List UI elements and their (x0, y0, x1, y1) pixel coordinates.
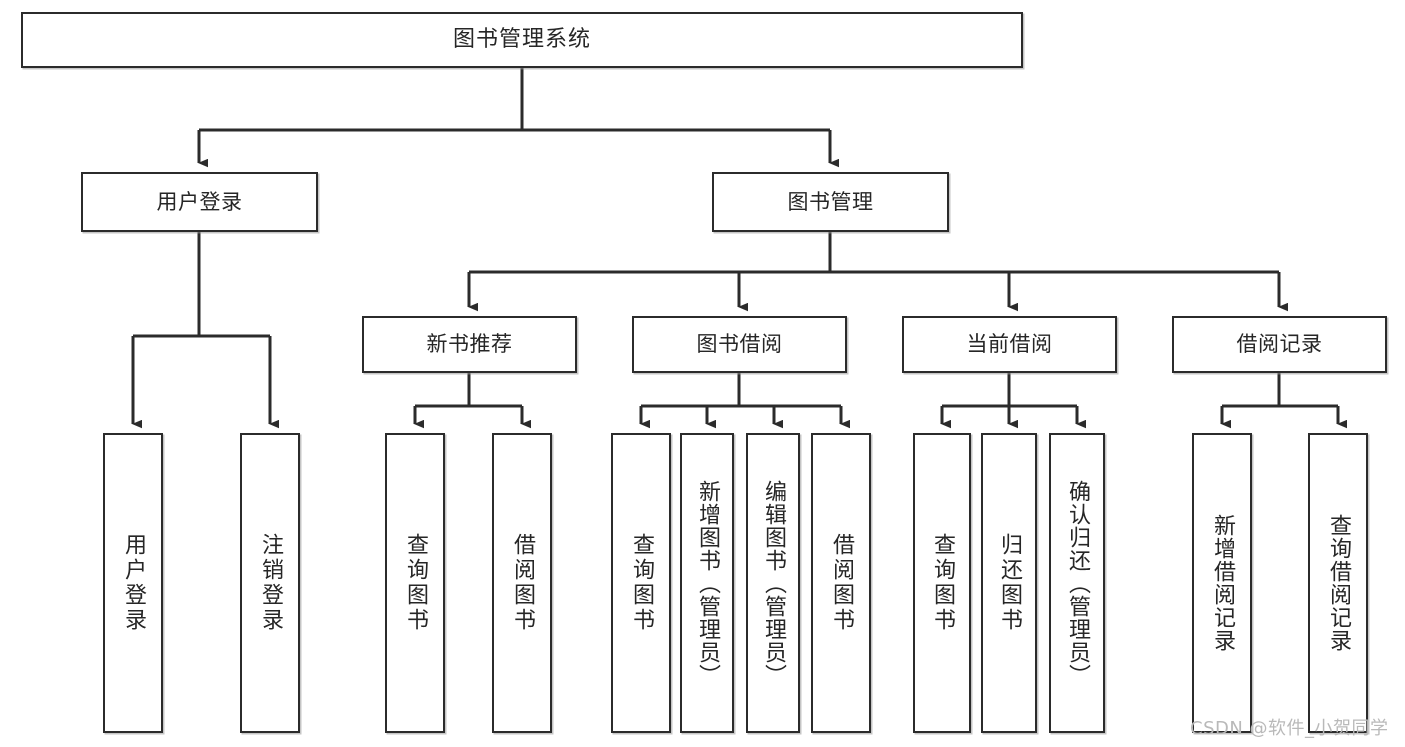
node-label: 查询图书 (629, 533, 654, 633)
node-label: 借阅记录 (1236, 332, 1323, 357)
node-label: 图书管理系统 (452, 27, 591, 53)
leaf-user-login-login[interactable]: 用户登录 (103, 433, 163, 733)
node-label: 新增借阅记录 (1210, 514, 1235, 652)
leaf-book-borrow-borrow-book[interactable]: 借阅图书 (811, 433, 871, 733)
leaf-current-borrow-query-book[interactable]: 查询图书 (913, 433, 971, 733)
node-label: 借阅图书 (510, 533, 535, 633)
node-new-book-recommend[interactable]: 新书推荐 (362, 316, 577, 373)
leaf-book-borrow-edit-book-admin[interactable]: 编辑图书（管理员） (746, 433, 800, 733)
node-label: 确认归还（管理员） (1065, 479, 1090, 687)
node-label: 图书管理 (787, 189, 874, 214)
node-label: 用户登录 (121, 533, 146, 633)
leaf-borrow-record-query-record[interactable]: 查询借阅记录 (1308, 433, 1368, 733)
node-book-borrow[interactable]: 图书借阅 (632, 316, 847, 373)
leaf-user-login-logout[interactable]: 注销登录 (240, 433, 300, 733)
node-current-borrow[interactable]: 当前借阅 (902, 316, 1117, 373)
node-label: 用户登录 (156, 189, 243, 214)
leaf-current-borrow-confirm-return-admin[interactable]: 确认归还（管理员） (1049, 433, 1105, 733)
node-book-management[interactable]: 图书管理 (712, 172, 949, 232)
node-label: 图书借阅 (696, 332, 783, 357)
leaf-new-book-query-book[interactable]: 查询图书 (385, 433, 445, 733)
node-label: 当前借阅 (966, 332, 1053, 357)
watermark-text: CSDN @软件_小贺同学 (1190, 718, 1389, 739)
node-label: 注销登录 (258, 533, 283, 633)
node-user-login[interactable]: 用户登录 (81, 172, 318, 232)
node-label: 归还图书 (997, 533, 1022, 633)
leaf-book-borrow-add-book-admin[interactable]: 新增图书（管理员） (680, 433, 734, 733)
leaf-borrow-record-add-record[interactable]: 新增借阅记录 (1192, 433, 1252, 733)
leaf-new-book-borrow-book[interactable]: 借阅图书 (492, 433, 552, 733)
node-borrow-record[interactable]: 借阅记录 (1172, 316, 1387, 373)
node-label: 查询图书 (403, 533, 428, 633)
node-label: 查询借阅记录 (1326, 514, 1351, 652)
node-label: 新书推荐 (426, 332, 513, 357)
leaf-current-borrow-return-book[interactable]: 归还图书 (981, 433, 1037, 733)
node-label: 新增图书（管理员） (695, 479, 720, 687)
node-label: 借阅图书 (829, 533, 854, 633)
node-label: 编辑图书（管理员） (761, 479, 786, 687)
leaf-book-borrow-query-book[interactable]: 查询图书 (611, 433, 671, 733)
node-label: 查询图书 (930, 533, 955, 633)
node-root-book-management-system[interactable]: 图书管理系统 (21, 12, 1023, 68)
